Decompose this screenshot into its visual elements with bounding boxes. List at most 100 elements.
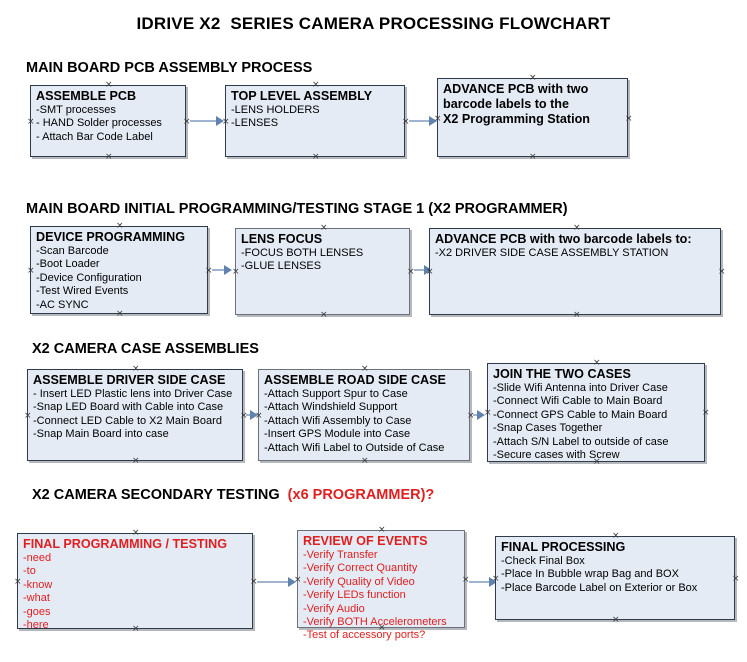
node-assemble-road-side-case[interactable]: ASSEMBLE ROAD SIDE CASE -Attach Support …: [258, 369, 470, 461]
node-line: -GLUE LENSES: [241, 260, 322, 273]
node-line: -Attach Windshield Support: [264, 401, 398, 414]
node-line: -LENSES: [231, 117, 279, 130]
connection-handle-left[interactable]: [426, 269, 433, 276]
connection-handle-top[interactable]: [105, 82, 112, 89]
connection-handle-left[interactable]: [294, 577, 301, 584]
connection-handle-bottom[interactable]: [573, 312, 580, 319]
connector-line: [212, 269, 230, 271]
node-line: - Attach Bar Code Label: [36, 130, 153, 143]
section-heading-x2-camera-case-assemblies: X2 CAMERA CASE ASSEMBLIES: [32, 341, 259, 357]
node-line: -Verify Correct Quantity: [303, 562, 418, 575]
connection-handle-bottom[interactable]: [132, 458, 139, 465]
node-line: -SMT processes: [36, 104, 116, 116]
node-line: -Snap LED Board with Cable into Case: [33, 401, 224, 414]
node-line: -to: [23, 565, 36, 578]
connection-handle-left[interactable]: [232, 269, 239, 276]
connection-handle-top[interactable]: [612, 533, 619, 540]
node-line: -Connect GPS Cable to Main Board: [493, 408, 668, 421]
node-line: barcode labels to the: [443, 97, 569, 111]
connection-handle-right[interactable]: [183, 119, 190, 126]
node-line: -know: [23, 578, 53, 591]
node-line: -Place In Bubble wrap Bag and BOX: [501, 568, 679, 581]
node-line: -FOCUS BOTH LENSES: [241, 247, 364, 259]
node-line: -here: [23, 619, 49, 632]
connection-handle-bottom[interactable]: [529, 154, 536, 161]
node-line: -Place Barcode Label on Exterior or Box: [501, 581, 698, 594]
node-line: -Verify Quality of Video: [303, 575, 415, 588]
connection-handle-bottom[interactable]: [132, 626, 139, 633]
connection-handle-top[interactable]: [593, 360, 600, 367]
node-title: ADVANCE PCB with two barcode labels to:: [435, 232, 692, 246]
connection-handle-top[interactable]: [573, 225, 580, 232]
connection-handle-left[interactable]: [255, 413, 262, 420]
connection-handle-right[interactable]: [718, 269, 725, 276]
connection-handle-bottom[interactable]: [320, 312, 327, 319]
node-line-overflow: -Test of accessory ports?: [303, 629, 426, 642]
connection-handle-right[interactable]: [462, 577, 469, 584]
connection-handle-top[interactable]: [320, 225, 327, 232]
node-line: -Verify BOTH Accelerometers: [303, 616, 447, 629]
connection-handle-bottom[interactable]: [593, 459, 600, 466]
node-lens-focus[interactable]: LENS FOCUS -FOCUS BOTH LENSES -GLUE LENS…: [235, 228, 410, 315]
connection-handle-left[interactable]: [434, 116, 441, 123]
connector-line: [469, 581, 495, 583]
node-title: FINAL PROCESSING: [501, 540, 626, 554]
connector-line: [257, 581, 293, 583]
node-final-programming-testing[interactable]: FINAL PROGRAMMING / TESTING -need -to -k…: [14, 530, 253, 632]
connection-handle-right[interactable]: [402, 119, 409, 126]
node-line: -Device Configuration: [36, 271, 142, 284]
connection-handle-left[interactable]: [24, 413, 31, 420]
node-line: -Test Wired Events: [36, 285, 129, 298]
node-line: -Verify LEDs function: [303, 589, 406, 602]
connection-handle-left[interactable]: [484, 410, 491, 417]
connection-handle-top[interactable]: [378, 527, 385, 534]
connector-line: [190, 120, 222, 122]
node-device-programming[interactable]: DEVICE PROGRAMMING -Scan Barcode -Boot L…: [30, 226, 208, 314]
connector-arrow: [288, 577, 296, 587]
section-heading-red-text: (x6 PROGRAMMER)?: [287, 487, 435, 503]
section-heading-text: X2 CAMERA CASE ASSEMBLIES: [32, 341, 259, 357]
connection-handle-right[interactable]: [625, 116, 632, 123]
node-advance-pcb-x2-programming-station[interactable]: ADVANCE PCB with two barcode labels to t…: [437, 78, 628, 157]
node-top-level-assembly[interactable]: TOP LEVEL ASSEMBLY -LENS HOLDERS -LENSES: [225, 85, 405, 157]
node-assemble-pcb[interactable]: ASSEMBLE PCB -SMT processes - HAND Solde…: [30, 85, 186, 157]
node-line: -Attach Wifi Label to Outside of Case: [264, 441, 445, 454]
connection-handle-bottom[interactable]: [105, 154, 112, 161]
connection-handle-bottom[interactable]: [612, 617, 619, 624]
connection-handle-right[interactable]: [250, 579, 257, 586]
connection-handle-left[interactable]: [222, 119, 229, 126]
connection-handle-top[interactable]: [132, 530, 139, 537]
connection-handle-right[interactable]: [732, 576, 739, 583]
connection-handle-left[interactable]: [492, 576, 499, 583]
node-line: -Snap Cases Together: [493, 422, 603, 435]
connection-handle-bottom[interactable]: [361, 458, 368, 465]
connection-handle-right[interactable]: [205, 268, 212, 275]
node-title: ADVANCE PCB with two: [443, 82, 589, 96]
connection-handle-top[interactable]: [361, 366, 368, 373]
connection-handle-left[interactable]: [27, 268, 34, 275]
connection-handle-right[interactable]: [407, 269, 414, 276]
connection-handle-bottom[interactable]: [378, 625, 385, 632]
connection-handle-top[interactable]: [116, 223, 123, 230]
node-title: TOP LEVEL ASSEMBLY: [231, 89, 373, 103]
node-line: -Verify Transfer: [303, 549, 378, 561]
node-title: LENS FOCUS: [241, 232, 323, 246]
connection-handle-top[interactable]: [132, 366, 139, 373]
node-assemble-driver-side-case[interactable]: ASSEMBLE DRIVER SIDE CASE - Insert LED P…: [27, 369, 243, 461]
connection-handle-bottom[interactable]: [116, 311, 123, 318]
connection-handle-right[interactable]: [702, 410, 709, 417]
connection-handle-top[interactable]: [529, 75, 536, 82]
node-line: -Scan Barcode: [36, 245, 109, 257]
connection-handle-left[interactable]: [14, 579, 21, 586]
node-advance-pcb-driver-side-case[interactable]: ADVANCE PCB with two barcode labels to: …: [429, 228, 721, 315]
connection-handle-left[interactable]: [27, 119, 34, 126]
node-line: -X2 DRIVER SIDE CASE ASSEMBLY STATION: [435, 247, 669, 259]
node-line: - HAND Solder processes: [36, 117, 162, 130]
connection-handle-top[interactable]: [312, 82, 319, 89]
node-review-of-events[interactable]: REVIEW OF EVENTS -Verify Transfer -Verif…: [294, 527, 465, 641]
node-final-processing[interactable]: FINAL PROCESSING -Check Final Box -Place…: [495, 536, 735, 620]
connection-handle-bottom[interactable]: [312, 154, 319, 161]
node-join-the-two-cases[interactable]: JOIN THE TWO CASES -Slide Wifi Antenna i…: [487, 363, 705, 462]
node-line: -Secure cases with Screw: [493, 449, 620, 462]
